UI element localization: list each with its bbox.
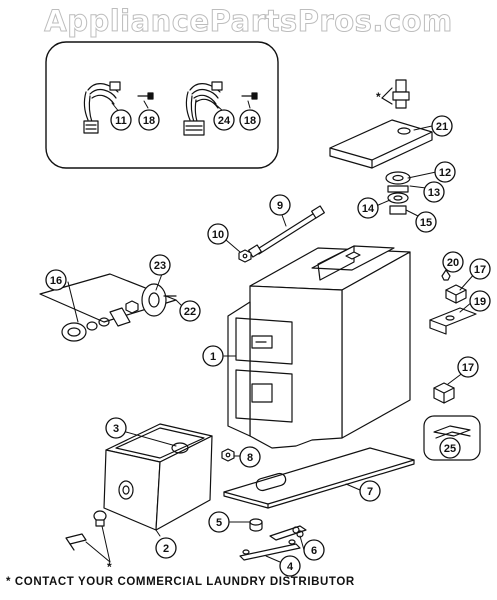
callout-7: 7 [359,480,381,502]
valve-stack-12-15 [385,171,411,215]
callout-2: 2 [155,537,177,559]
base-plate-7 [223,447,415,509]
wire-harness-11 [83,81,121,134]
svg-text:11: 11 [115,115,127,127]
svg-text:15: 15 [420,217,432,229]
lock-parts-2 [65,510,107,551]
callout-6: 6 [303,539,325,561]
svg-text:3: 3 [113,423,119,435]
valve-fitting-top [381,79,410,109]
svg-text:18: 18 [244,115,256,127]
callout-8: 8 [239,446,261,468]
svg-text:22: 22 [184,306,196,318]
rod-9 [248,205,325,258]
callout-22: 22 [179,300,201,322]
svg-text:9: 9 [277,200,283,212]
callout-15: 15 [415,211,437,233]
callout-17b: 17 [457,356,479,378]
bolt-5 [249,518,263,532]
callout-14: 14 [357,197,379,219]
asterisk-marker-bottom: * [107,560,112,574]
callout-5: 5 [208,511,230,533]
svg-text:21: 21 [436,121,448,133]
svg-text:17: 17 [462,362,474,374]
callout-18b: 18 [239,109,261,131]
bracket-19 [429,307,477,335]
callout-10: 10 [207,223,229,245]
switch-17a [445,284,467,304]
callout-18a: 18 [138,109,160,131]
callout-9: 9 [269,194,291,216]
asterisk-marker-top: * [376,90,381,104]
nut-10 [238,249,252,263]
cabinet-details-1 [227,245,395,437]
switch-17b [433,382,455,404]
callout-24: 24 [213,109,235,131]
svg-text:23: 23 [154,260,166,272]
callout-12: 12 [434,161,456,183]
svg-text:10: 10 [212,229,224,241]
callout-25: 25 [439,437,461,459]
svg-text:19: 19 [474,296,486,308]
footnote: * CONTACT YOUR COMMERCIAL LAUNDRY DISTRI… [6,576,355,588]
nut-8 [221,448,235,462]
svg-text:16: 16 [50,275,62,287]
lid-plate-21 [329,119,433,169]
hardware-kit-25 [423,415,481,461]
callout-16: 16 [45,269,67,291]
svg-text:6: 6 [311,545,317,557]
callout-20: 20 [442,251,464,273]
coin-box-details-2 [115,427,205,500]
svg-text:2: 2 [163,543,169,555]
callout-19: 19 [469,290,491,312]
svg-text:24: 24 [218,115,231,127]
callout-11: 11 [110,109,132,131]
svg-text:7: 7 [367,486,373,498]
svg-text:4: 4 [287,561,294,573]
latch-bar-4 [239,539,301,561]
callout-4: 4 [279,555,301,577]
cabinet-body-1 [249,247,411,449]
knob-assembly-16 [61,283,177,342]
svg-text:8: 8 [247,452,253,464]
svg-text:25: 25 [444,443,456,455]
harness-inset-box [45,41,279,169]
svg-text:13: 13 [428,187,440,199]
callout-1: 1 [202,345,224,367]
wire-harness-24 [183,81,223,136]
callout-13: 13 [423,181,445,203]
watermark: AppliancePartsPros.com [44,4,453,39]
svg-text:20: 20 [447,257,459,269]
callout-23: 23 [149,254,171,276]
svg-text:18: 18 [143,115,155,127]
callout-21: 21 [431,115,453,137]
svg-text:14: 14 [362,203,375,215]
coin-box-2 [103,423,213,531]
svg-text:1: 1 [210,351,216,363]
callout-17a: 17 [469,258,491,280]
svg-text:17: 17 [474,264,486,276]
screw-18a [137,92,154,100]
svg-text:12: 12 [439,167,451,179]
callout-3: 3 [105,417,127,439]
svg-text:5: 5 [216,517,222,529]
screw-18b [241,92,258,100]
